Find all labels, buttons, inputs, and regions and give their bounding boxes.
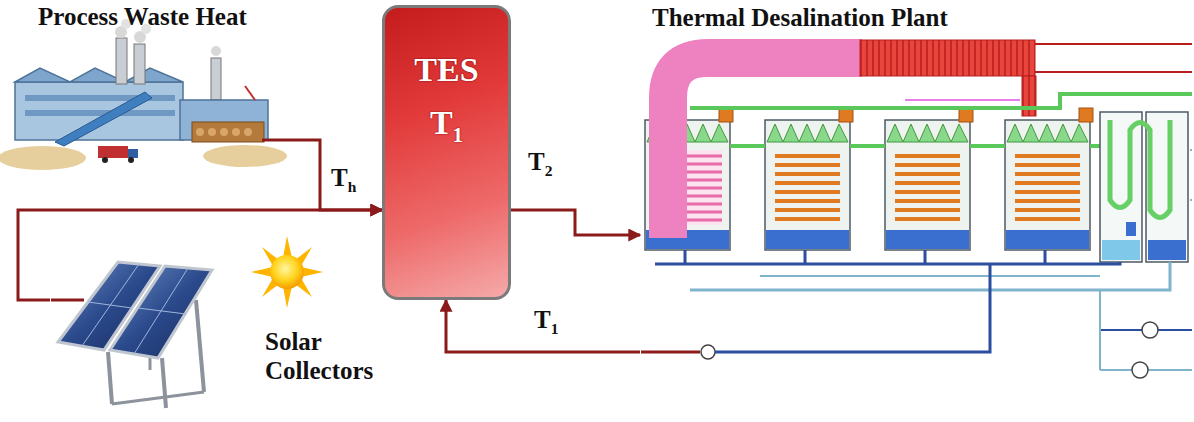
factory-illustration-part [211,46,221,56]
label-anchor: T2 [526,148,554,179]
solar-panel-illustration-part [196,300,204,392]
desalination-plant-illustration-part [765,108,853,250]
factory-illustration-part [208,128,216,136]
factory-illustration-part [192,122,264,142]
desalination-plant-illustration-part [641,351,700,354]
desalination-plant-illustration-part [1110,120,1170,218]
solar-panel-illustration-part [112,392,204,404]
factory-illustration-part [15,68,183,82]
factory-illustration-part [232,128,240,136]
desalination-plant-illustration-part [860,40,1035,76]
desalination-plant-illustration-part [690,94,1192,108]
heat-source-block: Process Waste Heat [0,0,276,165]
factory-illustration-part [203,145,287,167]
solar-panel-illustration-part [134,268,188,354]
desalination-plant-illustration-part [668,58,862,238]
factory-illustration-part [102,157,108,163]
sun-icon-part [283,236,292,258]
block-heading: Solar Collectors [265,328,395,386]
desalination-plant-illustration-part [1035,71,1192,73]
factory-illustration-part [244,128,252,136]
factory-illustration-part [196,128,204,136]
solar-panel-illustration [51,262,212,408]
desalination-plant-illustration-part [1126,222,1136,236]
desalination-plant-illustration-part [850,144,885,148]
desalination-plant-illustration-part [970,144,1005,148]
block-heading: Thermal Desalination Plant [652,4,948,33]
sun-icon-part [301,267,323,277]
plant-block: Thermal Desalination Plant [640,0,1194,418]
heat-flow-line [511,210,640,235]
factory-illustration-part [128,149,138,158]
subscript: 1 [551,320,559,337]
temperature-label: Th [329,164,358,195]
desalination-plant-illustration-part [1100,112,1142,262]
desalination-plant-illustration-part [1190,150,1192,151]
collector-block: Solar Collectors [50,250,400,415]
solar-panel-illustration-part [108,352,112,404]
subscript: h [348,178,357,195]
subscript: 2 [545,162,553,179]
desalination-plant-illustration-part [885,108,973,250]
tank-label: T1 [385,103,508,147]
desalination-plant-illustration-part [655,262,1120,264]
label-anchor: Th [329,164,358,195]
solar-panel-illustration-part [110,266,212,358]
heat-flow-line [18,210,382,300]
desalination-plant-illustration-part [924,250,927,264]
desalination-plant-illustration-part [1005,108,1093,250]
sun-icon-part [270,255,304,289]
desalination-plant-illustration-part [1132,362,1148,378]
factory-illustration-part [55,92,152,146]
factory-illustration-part [0,146,86,170]
sun-icon [251,236,323,308]
desalination-plant-illustration-part [701,345,715,359]
desalination-plant-illustration-part [1148,240,1186,260]
solar-panel-illustration-part [82,264,139,346]
factory-illustration-part [245,86,255,100]
desalination-plant-illustration-part [690,262,1170,290]
storage-tank: TES T1 [382,5,511,300]
factory-illustration-part [262,139,276,142]
block-heading: Process Waste Heat [38,3,247,32]
heat-flow-line [276,140,382,210]
label-anchor: T1 [532,306,560,337]
factory-illustration-part [15,82,183,140]
factory-illustration-part [211,58,221,100]
desalination-plant-illustration [641,40,1192,378]
solar-panel-illustration-part [51,299,84,302]
desalination-plant-illustration-part [730,144,765,148]
factory-illustration-part [116,38,127,84]
desalination-plant-illustration-part [1044,250,1047,264]
heat-flow-line [446,300,640,352]
desalination-plant-illustration-part [1035,43,1192,45]
factory-illustration [0,19,287,170]
subscript: 1 [453,123,464,147]
temperature-label: T1 [532,306,560,337]
factory-illustration-part [98,146,128,158]
desalination-plant-illustration-part [1142,322,1158,338]
desalination-plant-illustration-part [1190,200,1192,201]
desalination-plant-illustration-part [1099,290,1101,370]
desalination-plant-illustration-part [760,275,1100,277]
desalination-plant-illustration-part [715,264,990,352]
factory-illustration-part [134,44,145,84]
desalination-plant-illustration-part [905,99,1020,101]
desalination-plant-illustration-part [684,250,687,264]
sun-icon-part [251,267,273,277]
solar-panel-illustration-part [162,358,166,408]
sun-icon-part [283,286,292,308]
desalination-plant-illustration-part [804,250,807,264]
factory-illustration-part [25,110,175,116]
factory-illustration-part [220,128,228,136]
temperature-label: T2 [526,148,554,179]
desalination-plant-illustration-part [1102,240,1140,260]
factory-illustration-part [128,157,134,163]
tank-label: TES [385,50,508,89]
